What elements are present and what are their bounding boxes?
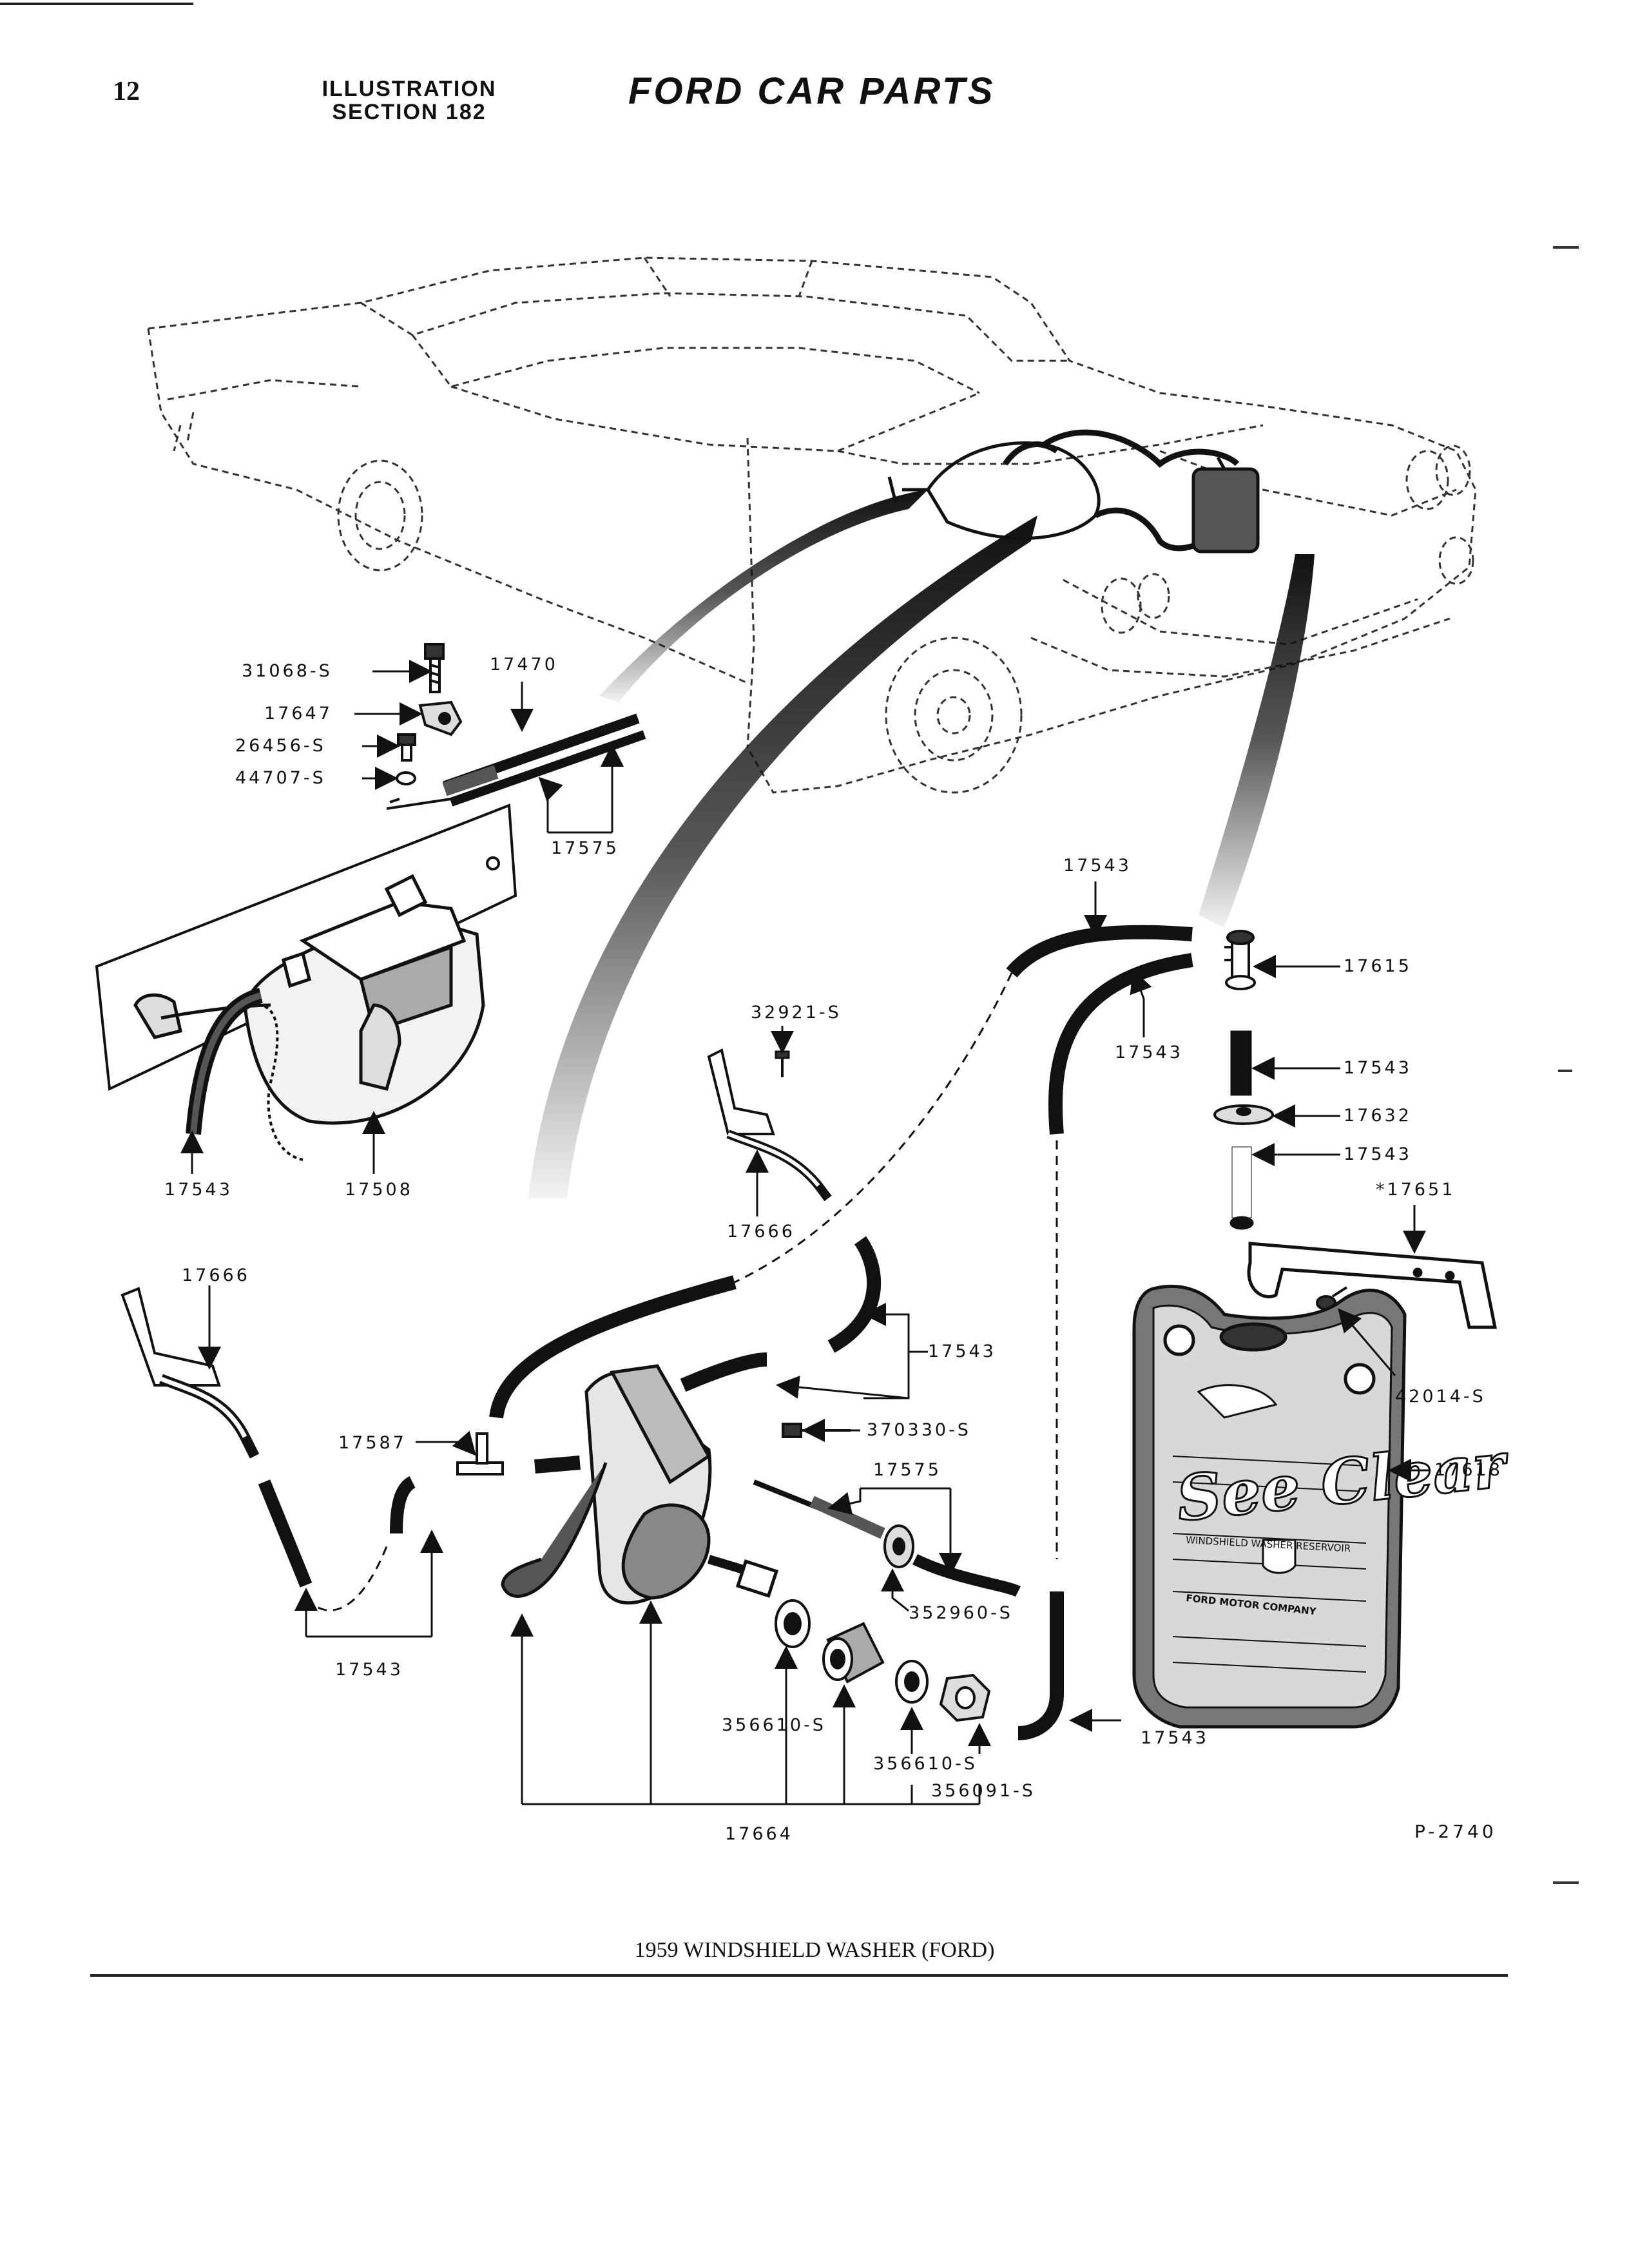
callout-17666-upper: 17666 (727, 1222, 795, 1242)
callout-17543-lower-left: 17543 (335, 1660, 403, 1680)
footer-caption: 1959 WINDSHIELD WASHER (FORD) (634, 1938, 995, 1962)
callout-42014-s: 42014-S (1395, 1387, 1486, 1407)
lockwasher-356610-s-b (895, 1660, 929, 1704)
callout-17543-arc-upper: 17543 (1063, 856, 1132, 876)
dashed-routing-lines (305, 972, 1058, 1611)
hose-17543-lower-left (258, 1476, 416, 1588)
nut-356091-s (939, 1673, 991, 1722)
callout-17543-pump: 17543 (164, 1180, 233, 1200)
hose-17543-tank (1017, 1591, 1064, 1740)
section-line-1: ILLUSTRATION (322, 77, 497, 101)
callout-17543-tank-hose: 17543 (1141, 1728, 1209, 1748)
pump-17508 (133, 874, 485, 1161)
car-phantom-outline (147, 256, 1477, 794)
screw-26456-s (397, 733, 416, 762)
callout-26456-s: 26456-S (235, 736, 326, 756)
tee-17587 (456, 1432, 504, 1475)
callout-31068-s: 31068-S (242, 661, 333, 681)
callout-17575-upper: 17575 (551, 838, 619, 858)
nozzle-17615 (1224, 930, 1256, 990)
callout-17651: *17651 (1376, 1180, 1455, 1200)
callout-17470: 17470 (490, 655, 558, 675)
screw-32921-s (775, 1050, 790, 1077)
top-rule (0, 3, 193, 5)
reservoir-tank-17618 (1132, 1284, 1407, 1729)
hose-17543-short-a (1230, 1030, 1252, 1096)
callout-17543-arc-lower: 17543 (1115, 1043, 1183, 1062)
callout-356610-s-a: 356610-S (722, 1715, 826, 1735)
washer-44707-s (389, 771, 416, 803)
margin-mark (1553, 1881, 1579, 1884)
grommet-352960-s (883, 1524, 914, 1568)
bracket-17651 (1247, 1242, 1498, 1329)
hose-17543-short-b (1229, 1146, 1254, 1230)
installed-washer-assembly (887, 429, 1260, 553)
callout-17543-short-a: 17543 (1344, 1058, 1412, 1078)
callout-17647: 17647 (264, 704, 333, 724)
callout-17587: 17587 (338, 1433, 407, 1453)
page-number: 12 (113, 77, 140, 106)
callout-44707-s: 44707-S (235, 768, 326, 788)
clip-17647 (418, 700, 463, 736)
callout-labels: 31068-S 17470 17647 26456-S 44707-S 1757… (164, 655, 1503, 1844)
callout-17575-lower: 17575 (873, 1460, 941, 1480)
callout-370330-s: 370330-S (867, 1420, 971, 1440)
callout-17632: 17632 (1344, 1106, 1412, 1126)
callout-17666-lower: 17666 (182, 1265, 250, 1285)
callout-17543-center: 17543 (928, 1341, 996, 1361)
section-label: ILLUSTRATION SECTION 182 (303, 77, 516, 124)
callout-17508: 17508 (345, 1180, 413, 1200)
foot-pump-17664 (501, 1364, 779, 1605)
leader-lines (180, 660, 1429, 1805)
cable-17575-lower (753, 1479, 1021, 1597)
section-line-2: SECTION 182 (332, 100, 487, 124)
plate-id: P-2740 (1414, 1821, 1497, 1842)
page-title: FORD CAR PARTS (628, 70, 996, 112)
callout-17618: 17618 (1434, 1460, 1503, 1480)
callout-356610-s-b: 356610-S (873, 1754, 978, 1774)
hose-17543-upper-arc (1006, 925, 1193, 1135)
location-arrows (528, 490, 1315, 1198)
callout-32921-s: 32921-S (751, 1003, 842, 1023)
grommet-17632 (1213, 1104, 1274, 1125)
callout-17543-short-b: 17543 (1344, 1144, 1412, 1164)
lockwasher-356610-s-a (775, 1599, 811, 1648)
clip-17666-upper (707, 1048, 832, 1202)
bottom-rule (90, 1974, 1508, 1977)
screw-31068-s (424, 643, 445, 693)
callout-352960-s: 352960-S (909, 1603, 1013, 1623)
cable-17470 (386, 713, 646, 810)
margin-mark (1558, 1070, 1572, 1072)
margin-mark (1553, 246, 1579, 249)
bushing (822, 1622, 885, 1684)
hose-17543-pump (186, 988, 264, 1135)
clip-17666-lower (120, 1287, 260, 1459)
callout-356091-s: 356091-S (931, 1781, 1036, 1801)
callout-17615: 17615 (1344, 956, 1412, 976)
callout-17664: 17664 (725, 1824, 793, 1844)
